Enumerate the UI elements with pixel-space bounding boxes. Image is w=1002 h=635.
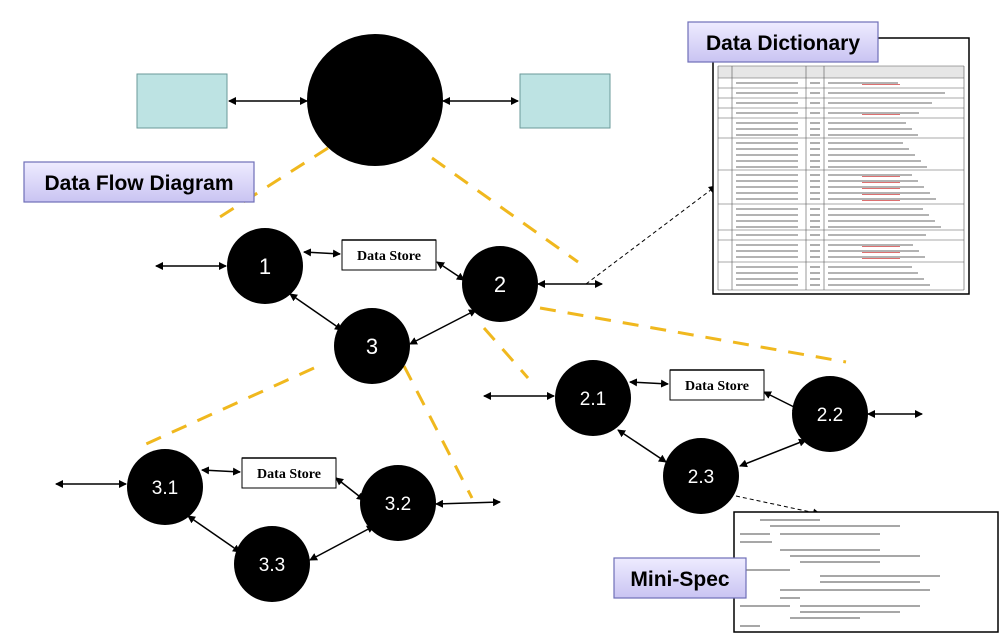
process-label: 3 xyxy=(366,334,378,359)
data-dictionary-document xyxy=(712,37,970,295)
level3-flows xyxy=(55,466,501,561)
process-label: 2.2 xyxy=(817,405,843,426)
process-3-1: 3.1 xyxy=(127,449,203,525)
data-store-label: Data Store xyxy=(357,249,421,264)
external-entity-left xyxy=(136,73,228,129)
data-store-top: Data Store xyxy=(341,239,437,271)
leader-line xyxy=(145,366,315,446)
dictionary-table-image xyxy=(717,65,965,291)
process-3: 3 xyxy=(334,308,410,384)
badge-label: Mini-Spec xyxy=(630,568,729,591)
data-store-mid: Data Store xyxy=(669,369,765,401)
badge-data-dictionary: Data Dictionary xyxy=(687,21,879,63)
badge-mini-spec: Mini-Spec xyxy=(613,557,747,599)
leader-line xyxy=(402,365,474,499)
mini-spec-document xyxy=(733,511,999,633)
process-label: 3.1 xyxy=(152,478,178,499)
process-label: 2 xyxy=(494,272,506,297)
process-3-3: 3.3 xyxy=(234,526,310,602)
data-store-bottom: Data Store xyxy=(241,457,337,489)
process-label: 3.3 xyxy=(259,555,285,576)
dictionary-link-arrow xyxy=(585,185,717,285)
badge-label: Data Flow Diagram xyxy=(44,172,233,195)
leader-line xyxy=(431,156,579,264)
data-store-label: Data Store xyxy=(685,379,749,394)
mini-spec-text-image xyxy=(740,519,940,627)
process-label: 3.2 xyxy=(385,494,411,515)
leader-line xyxy=(211,146,329,224)
process-2-3: 2.3 xyxy=(663,438,739,514)
process-label: 2.3 xyxy=(688,467,714,488)
minispec-link-arrow xyxy=(735,495,821,517)
process-2-2: 2.2 xyxy=(792,376,868,452)
process-3-2: 3.2 xyxy=(360,465,436,541)
badge-label: Data Dictionary xyxy=(706,32,860,55)
level1-flows xyxy=(155,248,603,345)
context-process xyxy=(307,34,443,166)
process-2: 2 xyxy=(462,246,538,322)
process-1: 1 xyxy=(227,228,303,304)
process-label: 2.1 xyxy=(580,389,606,410)
badge-data-flow-diagram: Data Flow Diagram xyxy=(23,161,255,203)
leader-line xyxy=(539,306,847,364)
process-2-1: 2.1 xyxy=(555,360,631,436)
external-entity-right xyxy=(519,73,611,129)
data-store-label: Data Store xyxy=(257,467,321,482)
leader-line xyxy=(482,327,530,379)
process-label: 1 xyxy=(259,254,271,279)
zoom-leader-lines xyxy=(145,146,847,499)
level2-flows xyxy=(483,378,923,468)
